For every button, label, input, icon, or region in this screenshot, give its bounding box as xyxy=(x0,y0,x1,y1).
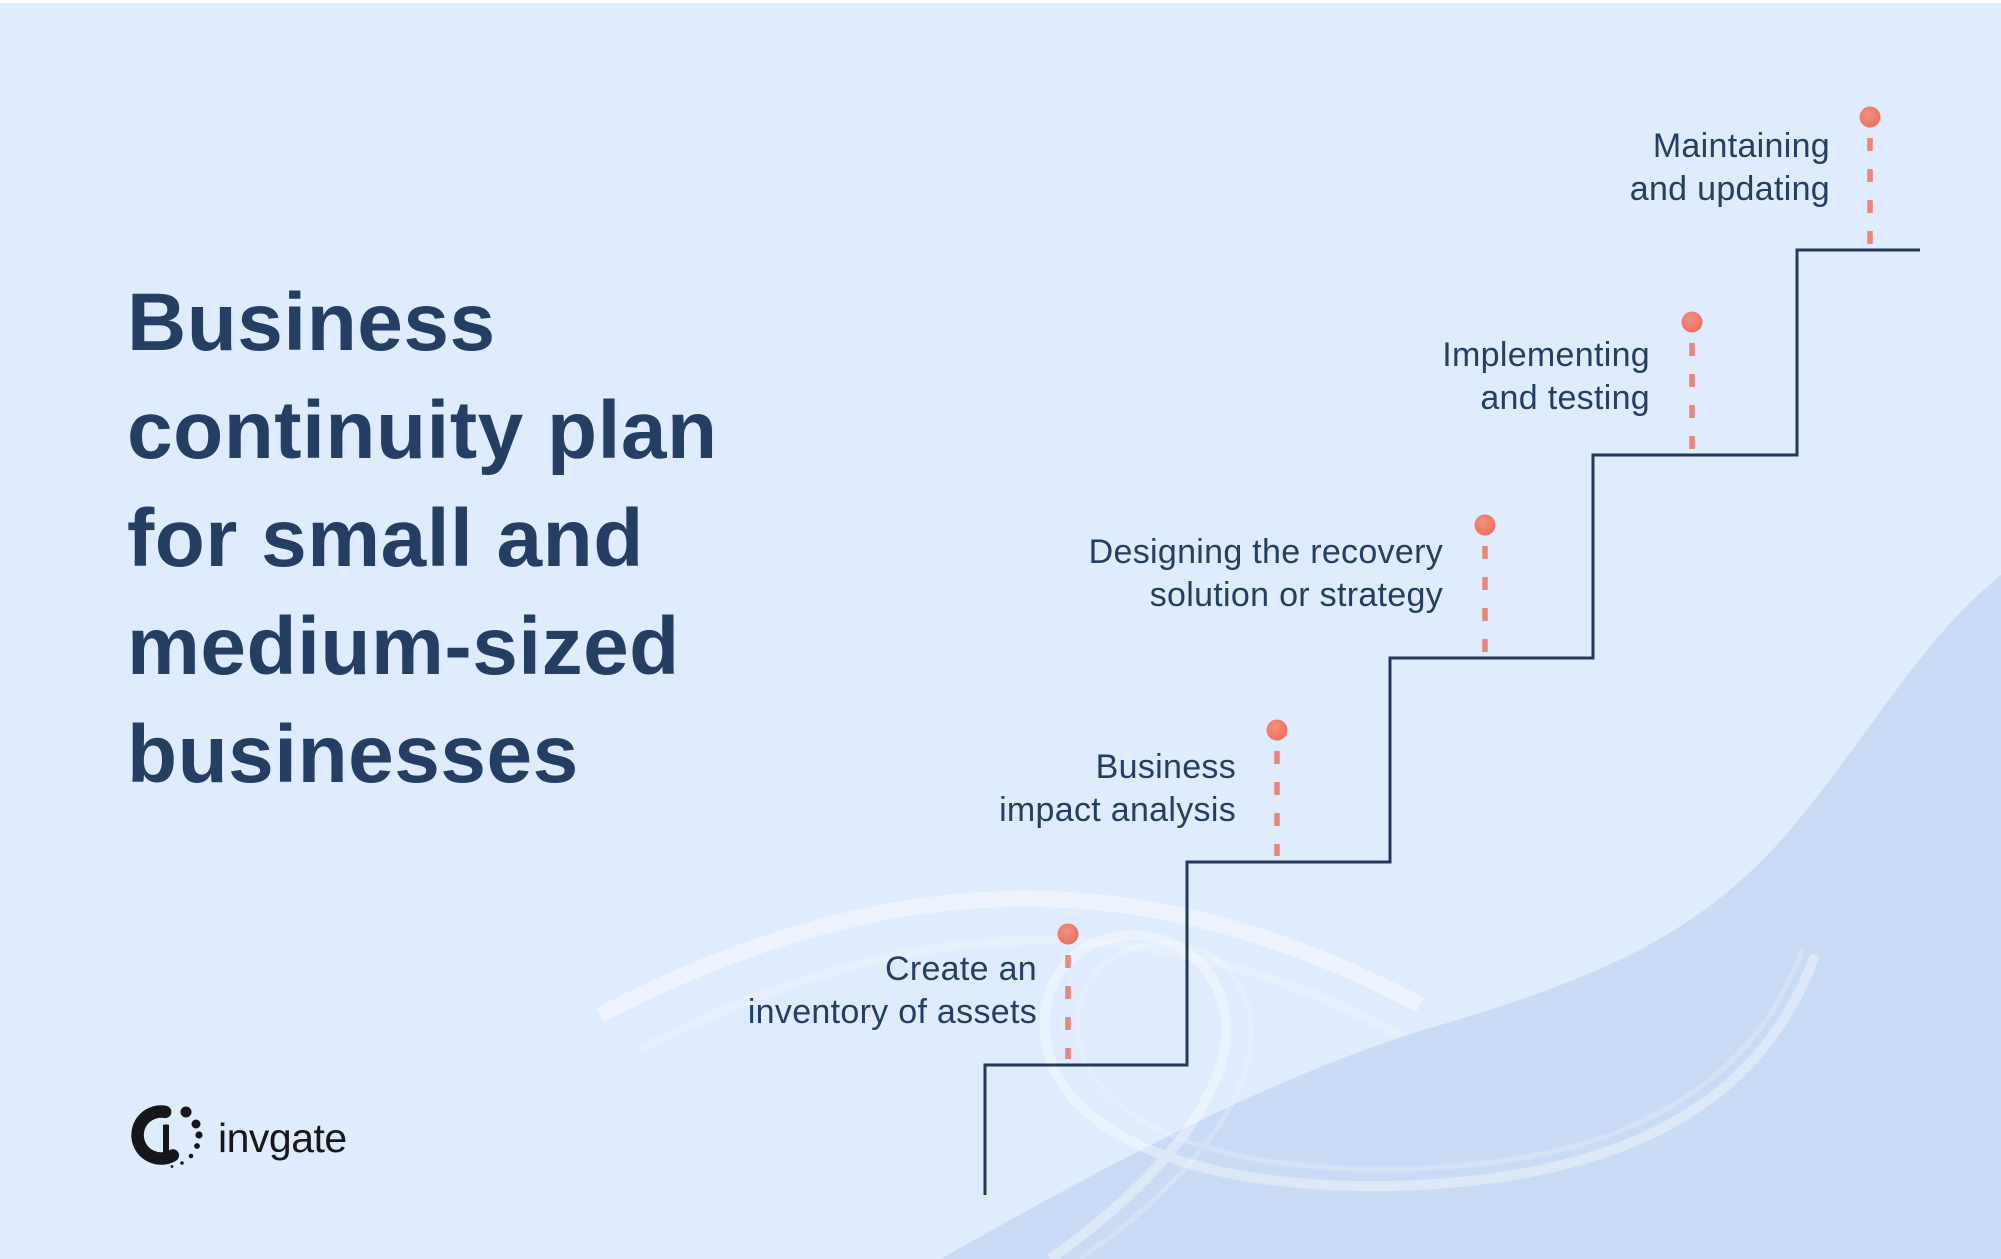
logo-dot-spiral xyxy=(170,1106,203,1168)
page-title: Business continuity plan for small and m… xyxy=(127,269,718,809)
step-label-line: inventory of assets xyxy=(747,993,1037,1031)
staircase-line xyxy=(983,248,1920,1195)
invgate-logo: invgate xyxy=(130,1102,347,1170)
step-label-create-inventory: Create an inventory of assets xyxy=(748,948,1037,1034)
step-label-line: and updating xyxy=(1629,170,1830,208)
logo-bar xyxy=(163,1124,169,1154)
background-wave xyxy=(940,575,2001,1259)
title-line: medium-sized xyxy=(127,601,680,692)
invgate-logo-wordmark: invgate xyxy=(218,1115,347,1161)
step-marker-dot xyxy=(1474,514,1496,536)
top-edge-highlight xyxy=(0,0,2001,3)
title-line: for small and xyxy=(127,493,644,584)
step-label-maintaining-updating: Maintaining and updating xyxy=(1630,125,1830,211)
title-line: continuity plan xyxy=(127,385,718,476)
step-label-line: and testing xyxy=(1480,379,1650,417)
step-label-line: impact analysis xyxy=(999,791,1236,829)
background-streak xyxy=(637,935,1403,1054)
step-label-line: Maintaining xyxy=(1652,127,1830,165)
background-swirl xyxy=(1039,930,1820,1259)
step-marker-dot xyxy=(1057,923,1079,945)
step-marker-dot xyxy=(1681,311,1703,333)
title-line: businesses xyxy=(127,709,579,800)
logo-crescent xyxy=(131,1105,180,1165)
background-streak xyxy=(596,890,1424,1023)
step-label-line: Designing the recovery xyxy=(1088,533,1443,571)
step-marker-dot xyxy=(1266,719,1288,741)
step-marker-dot xyxy=(1859,106,1881,128)
step-label-line: Implementing xyxy=(1442,336,1650,374)
title-line: Business xyxy=(127,277,496,368)
step-label-implementing-testing: Implementing and testing xyxy=(1442,334,1650,420)
step-label-designing-recovery: Designing the recovery solution or strat… xyxy=(1089,531,1443,617)
step-label-line: Create an xyxy=(884,950,1037,988)
step-label-business-impact: Business impact analysis xyxy=(999,746,1236,832)
step-label-line: solution or strategy xyxy=(1149,576,1443,614)
invgate-logo-icon xyxy=(131,1105,203,1168)
step-label-line: Business xyxy=(1095,748,1236,786)
